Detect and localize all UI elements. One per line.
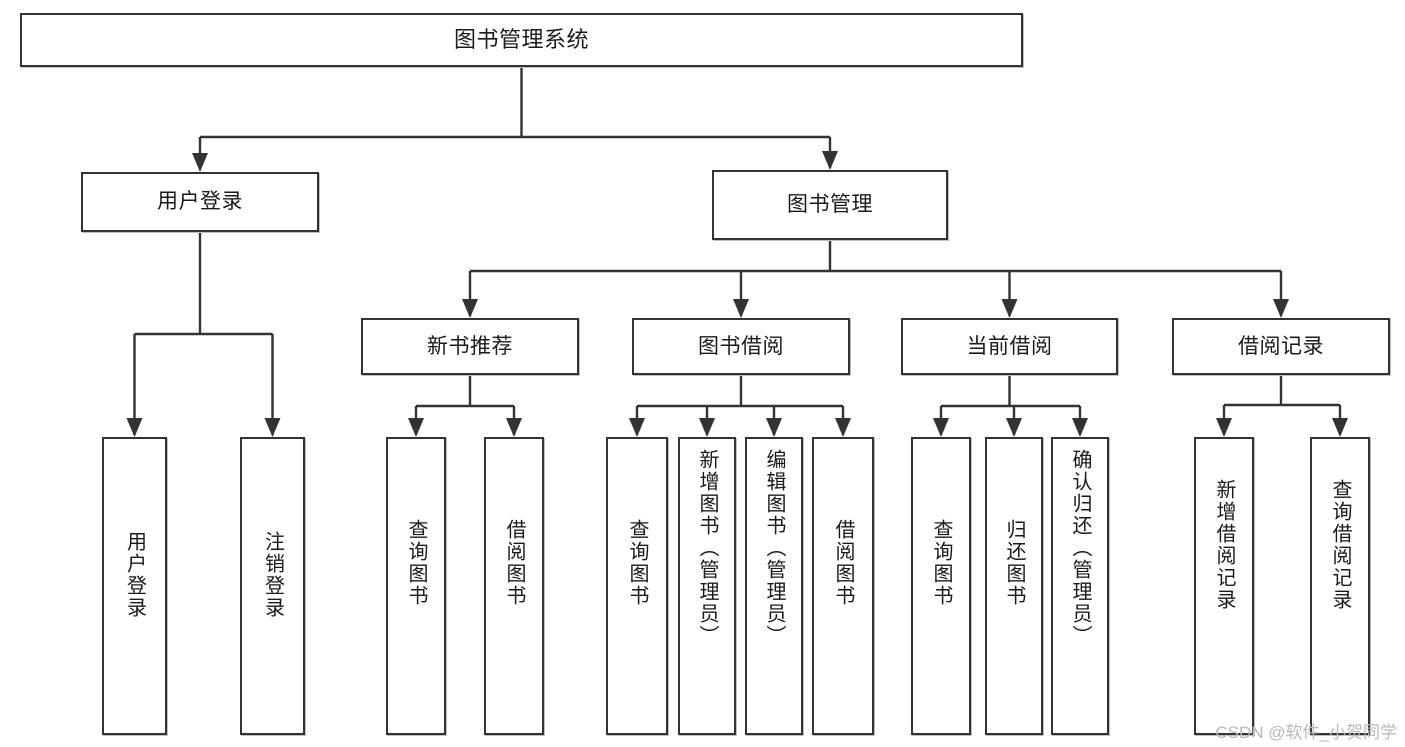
node-label-user-login: 用户登录 [157,190,243,214]
arrowhead-leaf-query-book-2 [629,418,645,437]
node-label-leaf-user-logout: 注销登录 [261,531,284,619]
node-label-leaf-edit-book: 编辑图书（管理员） [763,449,785,647]
node-label-leaf-borrow-book-2: 借阅图书 [832,519,854,607]
node-label-leaf-query-record: 查询借阅记录 [1329,479,1351,611]
arrowhead-leaf-edit-book [766,418,782,437]
arrowhead-leaf-query-book-1 [408,418,424,437]
arrowhead-leaf-user-logout [264,418,281,437]
arrowhead-leaf-user-login [126,418,143,437]
arrowhead-user-login [192,153,208,172]
node-label-leaf-borrow-book-1: 借阅图书 [503,519,525,607]
node-label-book-manage: 图书管理 [787,193,873,217]
node-leaf-query-book-2[interactable]: 查询图书 [606,437,668,735]
arrowhead-book-borrow [733,299,749,318]
node-current-borrow[interactable]: 当前借阅 [901,318,1118,375]
node-new-book-rec[interactable]: 新书推荐 [361,318,579,375]
arrowhead-leaf-add-book [699,418,715,437]
node-label-leaf-query-book-2: 查询图书 [626,519,648,607]
node-label-leaf-user-login: 用户登录 [123,531,146,619]
node-leaf-edit-book[interactable]: 编辑图书（管理员） [745,437,803,735]
node-borrow-record[interactable]: 借阅记录 [1172,318,1390,375]
arrowhead-leaf-query-book-3 [933,418,949,437]
arrowhead-leaf-return-book [1006,418,1022,437]
arrowhead-leaf-confirm-return [1072,418,1088,437]
arrowhead-leaf-add-record [1216,418,1232,437]
node-label-leaf-add-record: 新增借阅记录 [1213,479,1235,611]
node-leaf-user-login[interactable]: 用户登录 [102,437,167,735]
node-root[interactable]: 图书管理系统 [20,13,1023,67]
node-book-borrow[interactable]: 图书借阅 [632,318,850,375]
node-leaf-user-logout[interactable]: 注销登录 [240,437,305,735]
node-label-leaf-add-book: 新增图书（管理员） [696,449,718,647]
node-label-new-book-rec: 新书推荐 [427,334,513,358]
arrowhead-book-manage [822,151,838,170]
node-leaf-add-record[interactable]: 新增借阅记录 [1194,437,1254,735]
arrowhead-leaf-borrow-book-2 [835,418,851,437]
arrowhead-borrow-record [1273,299,1289,318]
arrowhead-leaf-query-record [1332,418,1348,437]
node-leaf-query-book-1[interactable]: 查询图书 [386,437,446,735]
arrowhead-leaf-borrow-book-1 [506,418,522,437]
node-label-current-borrow: 当前借阅 [966,334,1053,358]
node-leaf-add-book[interactable]: 新增图书（管理员） [678,437,736,735]
arrowhead-current-borrow [1001,299,1018,318]
node-leaf-query-book-3[interactable]: 查询图书 [911,437,971,735]
node-leaf-confirm-return[interactable]: 确认归还（管理员） [1051,437,1109,735]
node-user-login[interactable]: 用户登录 [81,172,319,232]
watermark: CSDN @软件_小贺同学 [1215,723,1397,742]
node-label-borrow-record: 借阅记录 [1238,334,1324,358]
node-leaf-query-record[interactable]: 查询借阅记录 [1310,437,1370,735]
node-label-leaf-return-book: 归还图书 [1003,519,1025,607]
node-leaf-borrow-book-2[interactable]: 借阅图书 [812,437,874,735]
arrowhead-new-book-rec [462,299,478,318]
node-label-root: 图书管理系统 [453,26,589,52]
node-leaf-return-book[interactable]: 归还图书 [985,437,1043,735]
node-label-book-borrow: 图书借阅 [698,334,784,358]
node-leaf-borrow-book-1[interactable]: 借阅图书 [484,437,544,735]
node-label-leaf-query-book-1: 查询图书 [405,519,427,607]
node-book-manage[interactable]: 图书管理 [712,170,948,240]
node-label-leaf-query-book-3: 查询图书 [930,519,952,607]
node-label-leaf-confirm-return: 确认归还（管理员） [1069,449,1091,647]
